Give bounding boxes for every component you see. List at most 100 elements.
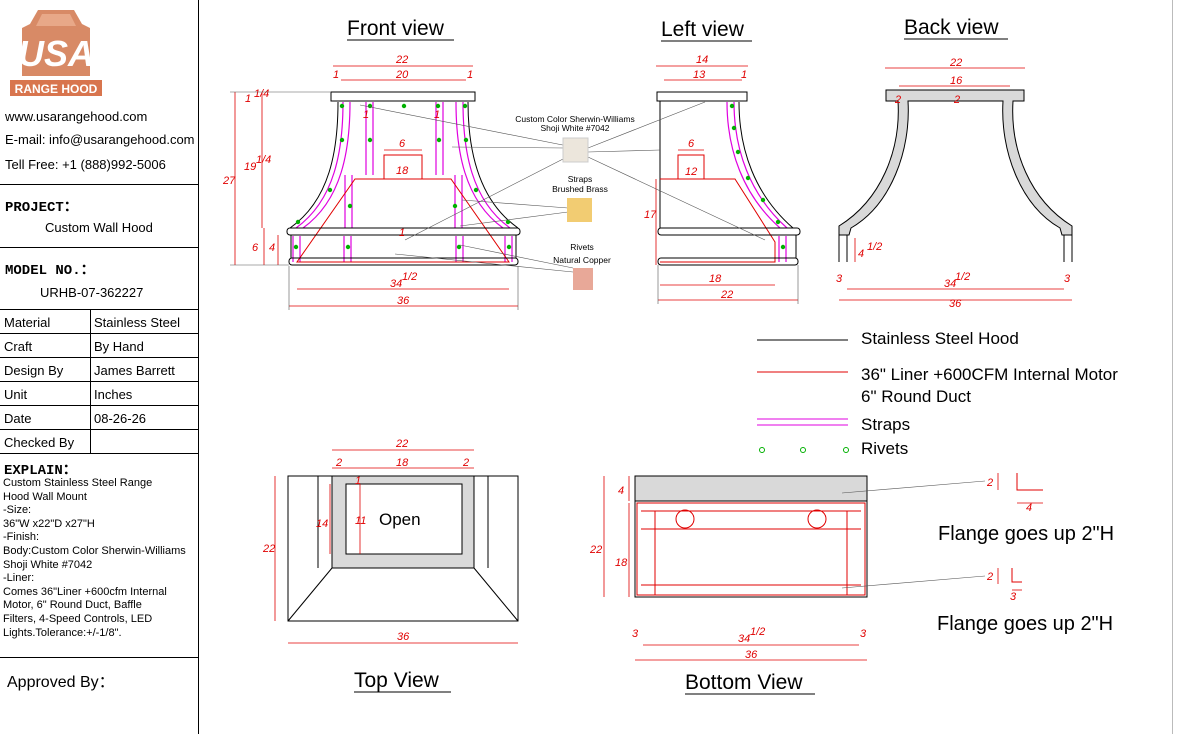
explain-label: EXPLAIN： [4,463,77,479]
svg-text:2: 2 [986,477,993,489]
email-text: E-mail: info@usarangehood.com [5,132,195,147]
front-view: 22 20 1 1 [222,54,521,310]
natural-copper-swatch [573,268,593,290]
svg-text:2: 2 [953,94,960,106]
material-callouts: Custom Color Sherwin-Williams Shoji Whit… [359,101,766,290]
svg-text:34: 34 [738,633,750,645]
svg-text:14: 14 [696,54,708,66]
svg-text:1: 1 [355,475,361,487]
spec-value: Inches [94,387,133,402]
spec-value: 08-26-26 [94,411,147,426]
svg-text:16: 16 [950,75,963,87]
svg-text:1: 1 [245,93,251,105]
legend-straps: Straps [861,415,910,434]
spec-value: James Barrett [94,363,175,378]
svg-text:22: 22 [262,543,275,555]
flange-note-2: Flange goes up 2"H [937,613,1113,635]
svg-text:2: 2 [986,571,993,583]
svg-text:1/2: 1/2 [750,626,765,638]
svg-text:6: 6 [399,138,406,150]
svg-text:2: 2 [335,457,342,469]
svg-text:4: 4 [1026,502,1032,514]
logo-subtext: RANGE HOOD [15,82,98,96]
body-color-label: Custom Color Sherwin-Williams [515,114,635,124]
svg-text:12: 12 [685,166,697,178]
flange-details: 2 4 Flange goes up 2"H 2 3 Flange goes u… [937,473,1114,635]
svg-text:1/2: 1/2 [955,271,970,283]
spec-row: Date 08-26-26 [0,406,198,430]
svg-text:2: 2 [894,94,901,106]
spec-value: By Hand [94,339,144,354]
svg-text:1/4: 1/4 [254,88,269,100]
spec-key: Date [4,411,32,426]
svg-text:17: 17 [644,209,657,221]
spec-row: Design By James Barrett [0,358,198,382]
shoji-white-swatch [562,137,589,163]
svg-text:1/2: 1/2 [402,271,417,283]
svg-text:22: 22 [720,289,733,301]
flange-note-1: Flange goes up 2"H [938,523,1114,545]
project-value: Custom Wall Hood [45,220,153,235]
project-cell: PROJECT： Custom Wall Hood [0,185,198,248]
svg-text:36: 36 [397,295,410,307]
svg-text:27: 27 [222,175,236,187]
svg-text:36: 36 [397,631,410,643]
spec-row: Checked By [0,430,198,454]
body-color-label2: Shoji White #7042 [541,123,610,133]
left-view: 14 13 1 6 12 17 18 22 [644,54,801,304]
svg-text:18: 18 [709,273,722,285]
left-view-title: Left view [661,18,745,41]
model-label: MODEL NO.： [5,263,95,279]
straps-label: Straps [568,174,593,184]
usa-logo-icon: USA RANGE HOOD [10,10,102,96]
svg-text:1: 1 [333,69,339,81]
svg-text:3: 3 [860,628,867,640]
website-text: www.usarangehood.com [5,109,148,124]
svg-text:6: 6 [688,138,695,150]
project-label: PROJECT： [5,200,78,216]
svg-text:3: 3 [1064,273,1071,285]
svg-text:34: 34 [944,278,956,290]
rivets-finish-label: Natural Copper [553,255,611,265]
brushed-brass-swatch [567,198,592,222]
svg-text:36: 36 [949,298,962,310]
explain-cell [0,0,198,658]
svg-text:22: 22 [949,57,962,69]
phone-text: Tell Free: +1 (888)992-5006 [5,157,166,172]
svg-text:3: 3 [632,628,639,640]
top-view-title: Top View [354,669,440,692]
svg-text:1: 1 [363,109,369,121]
svg-text:1: 1 [741,69,747,81]
legend-duct: 6" Round Duct [861,387,971,406]
svg-text:1: 1 [434,109,440,121]
svg-text:1/2: 1/2 [867,241,882,253]
straps-finish-label: Brushed Brass [552,184,608,194]
svg-text:18: 18 [615,557,628,569]
back-view: 22 16 2 2 4 1/2 34 1/2 3 3 36 [836,57,1073,310]
front-view-title: Front view [347,17,445,40]
svg-text:36: 36 [745,649,758,661]
svg-text:3: 3 [836,273,843,285]
model-cell: MODEL NO.： URHB-07-362227 [0,248,198,310]
spec-key: Unit [4,387,28,402]
svg-text:19: 19 [244,161,256,173]
rivets-label: Rivets [570,242,594,252]
approved-label: Approved By： [7,674,115,691]
spec-key: Design By [4,363,64,378]
legend: Stainless Steel Hood 36" Liner +600CFM I… [757,329,1118,458]
open-label: Open [379,510,421,529]
title-block: USA RANGE HOOD www.usarangehood.com E-ma… [0,0,199,734]
svg-text:11: 11 [355,515,366,527]
svg-text:20: 20 [395,69,409,81]
legend-liner: 36" Liner +600CFM Internal Motor [861,365,1118,384]
svg-text:4: 4 [618,485,624,497]
spec-key: Material [4,315,51,330]
svg-text:4: 4 [269,242,275,254]
svg-text:18: 18 [396,165,409,177]
svg-text:2: 2 [462,457,469,469]
drawing-canvas: .dim{stroke:#e00000;stroke-width:0.8;fil… [222,16,1118,695]
svg-text:22: 22 [395,54,408,66]
